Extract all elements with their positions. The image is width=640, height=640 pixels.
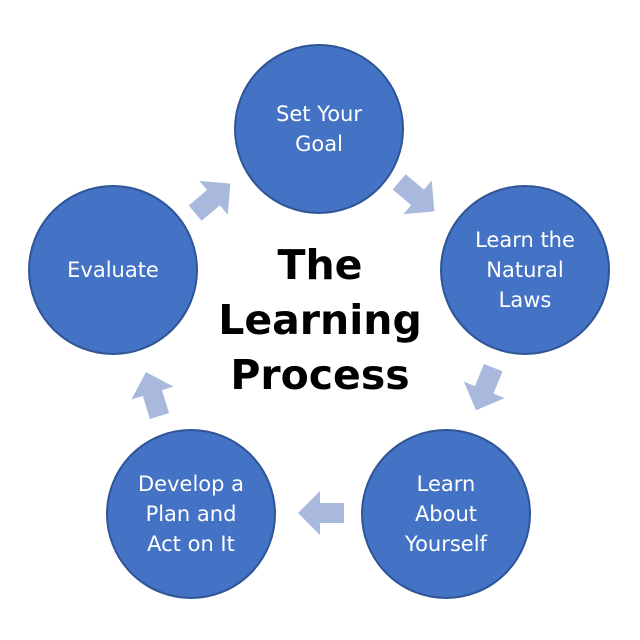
node-evaluate[interactable]: Evaluate: [28, 185, 198, 355]
node-learn-about-yourself[interactable]: Learn About Yourself: [361, 429, 531, 599]
arrow-shape: [188, 180, 231, 221]
node-label: Develop a Plan and Act on It: [138, 472, 244, 556]
arrow-left-icon: [298, 491, 344, 535]
node-set-your-goal[interactable]: Set Your Goal: [234, 44, 404, 214]
arrow-up-icon: [131, 372, 174, 419]
node-label: Learn About Yourself: [405, 472, 487, 556]
arrow-up-right-icon: [188, 180, 231, 221]
node-develop-a-plan[interactable]: Develop a Plan and Act on It: [106, 429, 276, 599]
arrow-shape: [463, 363, 505, 411]
node-label: Evaluate: [67, 258, 159, 282]
diagram-title: The Learning Process: [218, 241, 422, 399]
arrow-right-icon: [392, 174, 435, 215]
arrow-shape: [131, 372, 174, 419]
arrow-down-icon: [463, 363, 505, 411]
arrow-shape: [298, 491, 344, 535]
arrow-shape: [392, 174, 435, 215]
node-learn-the-natural-laws[interactable]: Learn the Natural Laws: [440, 185, 610, 355]
node-label: Set Your Goal: [276, 102, 362, 156]
node-label: Learn the Natural Laws: [475, 228, 575, 312]
